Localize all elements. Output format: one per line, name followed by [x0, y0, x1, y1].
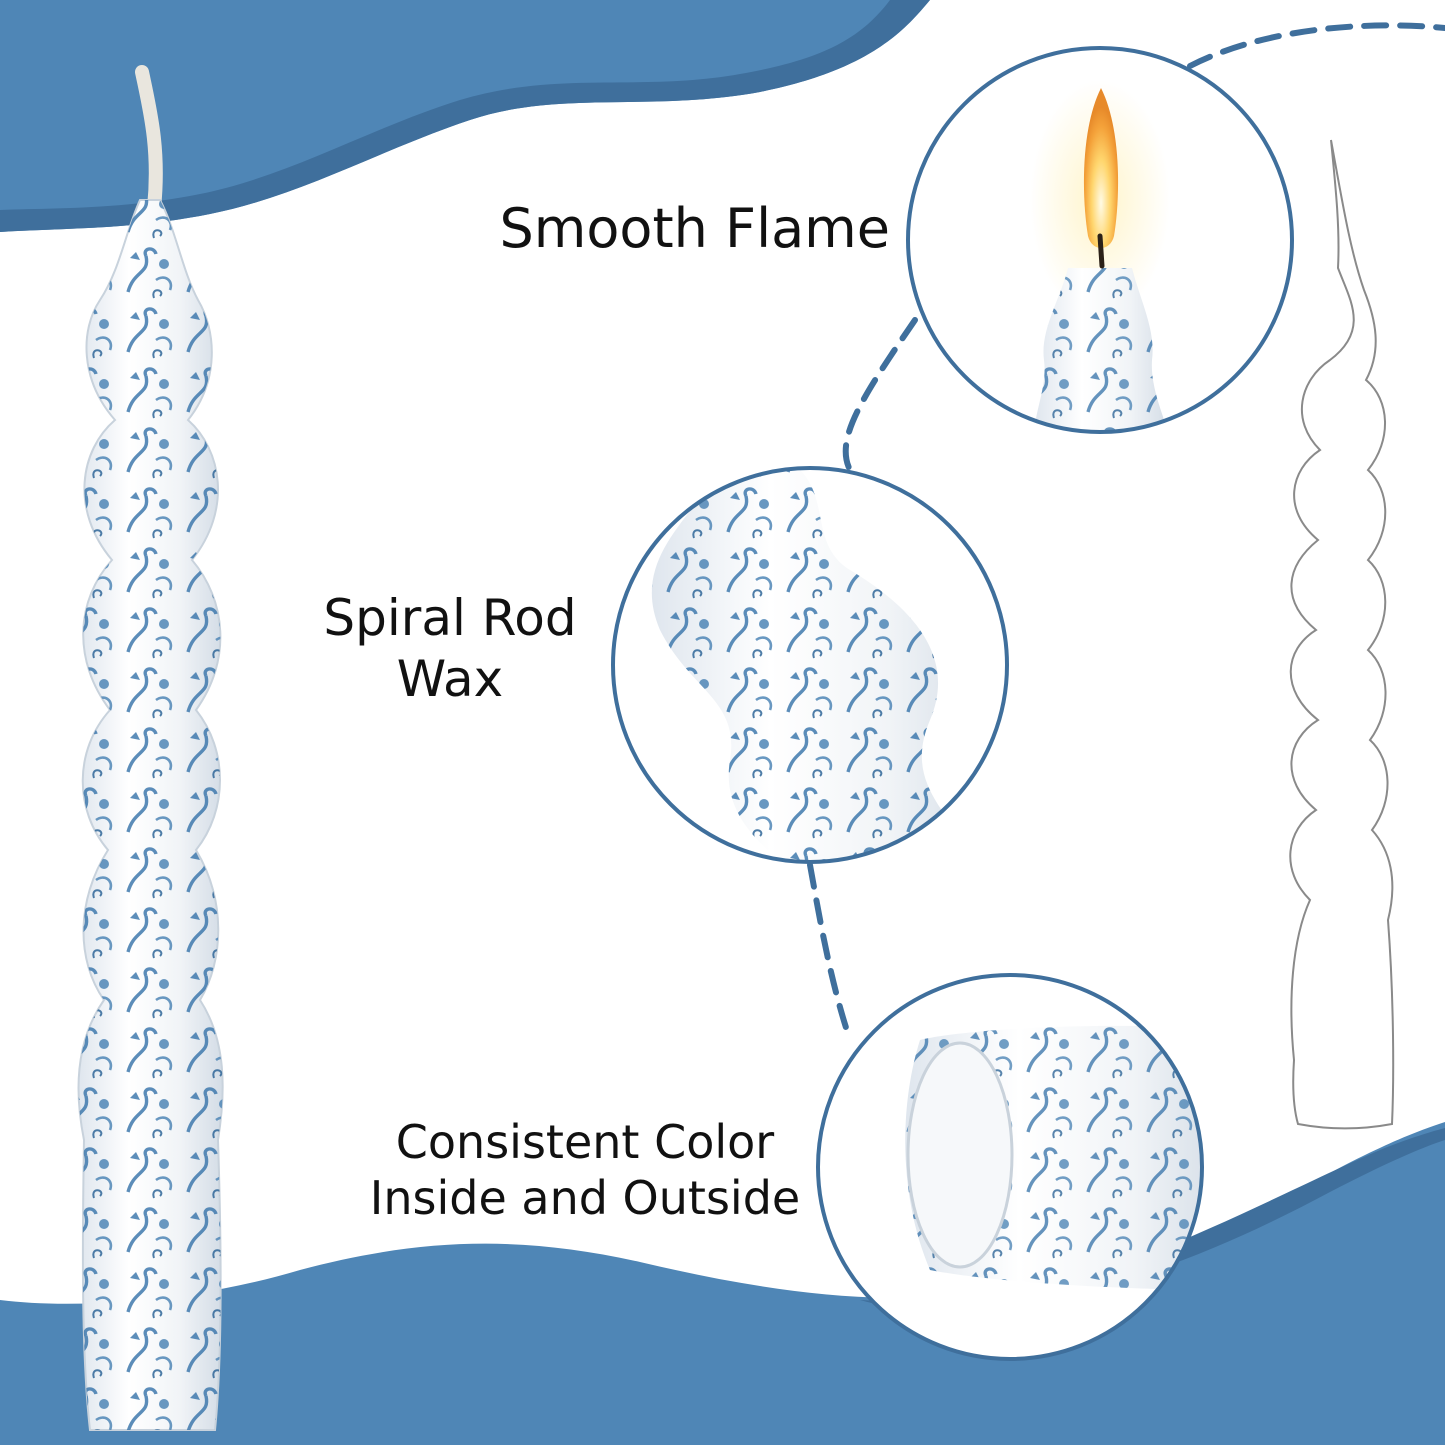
consistent-color-line-2: Inside and Outside: [369, 1171, 801, 1226]
smooth-flame-text: Smooth Flame: [499, 197, 891, 260]
candle-outline-drawing: [1289, 139, 1395, 1130]
candle-wick: [135, 65, 163, 215]
dashed-connector: [807, 22, 1445, 1043]
spiral-rod-wax-label: Spiral Rod Wax: [290, 588, 610, 710]
consistent-color-label: Consistent Color Inside and Outside: [340, 1114, 830, 1226]
smooth-flame-label: Smooth Flame: [470, 196, 891, 262]
consistent-color-line-1: Consistent Color: [395, 1115, 775, 1169]
candle-photo: [77, 65, 224, 1431]
flame-detail-circle: [906, 46, 1294, 434]
spiral-rod-wax-line-2: Wax: [396, 650, 504, 708]
spiral-detail-circle: [611, 466, 1009, 864]
color-detail-circle: [816, 973, 1204, 1361]
top-left-wave-edge: [0, 0, 930, 232]
cut-face: [906, 1041, 1014, 1269]
flame-icon: [1083, 88, 1119, 248]
spiral-rod-wax-line-1: Spiral Rod: [323, 589, 577, 647]
bottom-wave: [0, 1122, 1445, 1445]
